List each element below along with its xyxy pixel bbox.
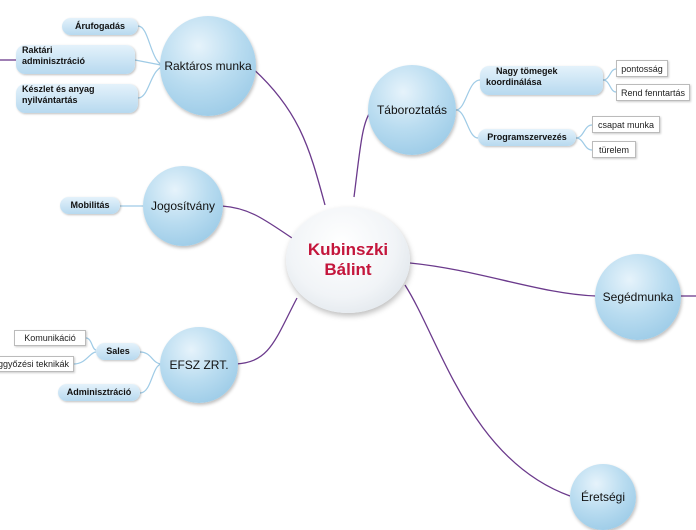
central-topic[interactable]: Kubinszki Bálint bbox=[286, 207, 410, 313]
connector-csapat bbox=[575, 124, 593, 139]
topic-raktaros-munka[interactable]: Raktáros munka bbox=[160, 16, 256, 116]
subtopic-sales[interactable]: Sales bbox=[96, 343, 140, 360]
leaf-csapat-label: csapat munka bbox=[597, 119, 655, 130]
central-topic-line1: Kubinszki bbox=[307, 240, 389, 259]
subtopic-keszlet-nyilvantartas[interactable]: Készlet és anyag nyilvántartás bbox=[16, 84, 138, 113]
leaf-komunikacio[interactable]: Komunikáció bbox=[14, 330, 86, 346]
connector-sales bbox=[139, 351, 163, 365]
leaf-pontossag[interactable]: pontosság bbox=[616, 60, 668, 77]
subtopic-nagy-line2: koordinálása bbox=[486, 77, 542, 87]
subtopic-mobilitas[interactable]: Mobilitás bbox=[60, 197, 120, 214]
topic-raktaros-munka-label: Raktáros munka bbox=[164, 59, 252, 73]
connector-pontossag bbox=[602, 68, 617, 81]
connector-adminisztracio bbox=[139, 363, 163, 394]
subtopic-mobilitas-label: Mobilitás bbox=[70, 200, 110, 210]
leaf-komunikacio-label: Komunikáció bbox=[24, 333, 76, 343]
central-topic-line2: Bálint bbox=[324, 260, 372, 279]
subtopic-arufogadas[interactable]: Árufogadás bbox=[62, 18, 138, 35]
leaf-turelem[interactable]: türelem bbox=[592, 141, 636, 158]
leaf-meggyozesi-label: Meggyőzési teknikák bbox=[0, 359, 69, 369]
topic-jogositvany-label: Jogosítvány bbox=[150, 199, 216, 213]
connector-turelem bbox=[575, 137, 593, 151]
connector-jogositvany bbox=[221, 205, 293, 239]
subtopic-programszervezes-label: Programszervezés bbox=[487, 132, 567, 142]
topic-taboroztatas[interactable]: Táboroztatás bbox=[368, 65, 456, 155]
topic-eretsegi[interactable]: Éretségi bbox=[570, 464, 636, 530]
subtopic-raktari-line1: Raktári bbox=[22, 45, 53, 55]
leaf-meggyozesi-teknikak[interactable]: Meggyőzési teknikák bbox=[0, 356, 74, 372]
subtopic-adminisztracio[interactable]: Adminisztráció bbox=[58, 384, 140, 401]
subtopic-adminisztracio-label: Adminisztráció bbox=[66, 387, 132, 397]
subtopic-keszlet-line2: nyilvántartás bbox=[22, 95, 78, 105]
topic-eretsegi-label: Éretségi bbox=[580, 490, 626, 504]
leaf-turelem-label: türelem bbox=[598, 144, 629, 155]
connector-segedmunka bbox=[409, 262, 597, 297]
connector-nagy bbox=[455, 79, 481, 111]
connector-meggyozesi bbox=[73, 351, 97, 365]
leaf-csapat-munka[interactable]: csapat munka bbox=[592, 116, 660, 133]
subtopic-programszervezes[interactable]: Programszervezés bbox=[478, 129, 576, 146]
leaf-pontossag-label: pontosság bbox=[621, 63, 663, 74]
topic-efsz-zrt[interactable]: EFSZ ZRT. bbox=[160, 327, 238, 403]
subtopic-arufogadas-label: Árufogadás bbox=[74, 21, 125, 31]
topic-jogositvany[interactable]: Jogosítvány bbox=[143, 166, 223, 246]
connector-raktaros bbox=[249, 65, 326, 206]
topic-taboroztatas-label: Táboroztatás bbox=[376, 103, 448, 117]
subtopic-keszlet-line1: Készlet és anyag bbox=[22, 84, 95, 94]
subtopic-raktari-adminisztracio[interactable]: Raktári adminisztráció bbox=[16, 45, 135, 74]
connector-program bbox=[455, 109, 479, 139]
connector-eretsegi bbox=[404, 284, 571, 497]
topic-segedmunka-label: Segédmunka bbox=[602, 290, 674, 304]
subtopic-sales-label: Sales bbox=[106, 346, 130, 356]
leaf-rend-fenntartas[interactable]: Rend fenntartás bbox=[616, 84, 690, 101]
subtopic-nagy-line1: Nagy tömegek bbox=[496, 66, 558, 76]
connector-rend bbox=[602, 79, 617, 93]
connector-komunikacio bbox=[85, 337, 97, 351]
subtopic-nagy-tomegek[interactable]: Nagy tömegek koordinálása bbox=[480, 66, 603, 95]
leaf-rend-label: Rend fenntartás bbox=[620, 87, 686, 98]
connector-efsz bbox=[235, 297, 298, 365]
subtopic-raktari-line2: adminisztráció bbox=[22, 56, 86, 66]
topic-efsz-zrt-label: EFSZ ZRT. bbox=[169, 358, 229, 372]
topic-segedmunka[interactable]: Segédmunka bbox=[595, 254, 681, 340]
